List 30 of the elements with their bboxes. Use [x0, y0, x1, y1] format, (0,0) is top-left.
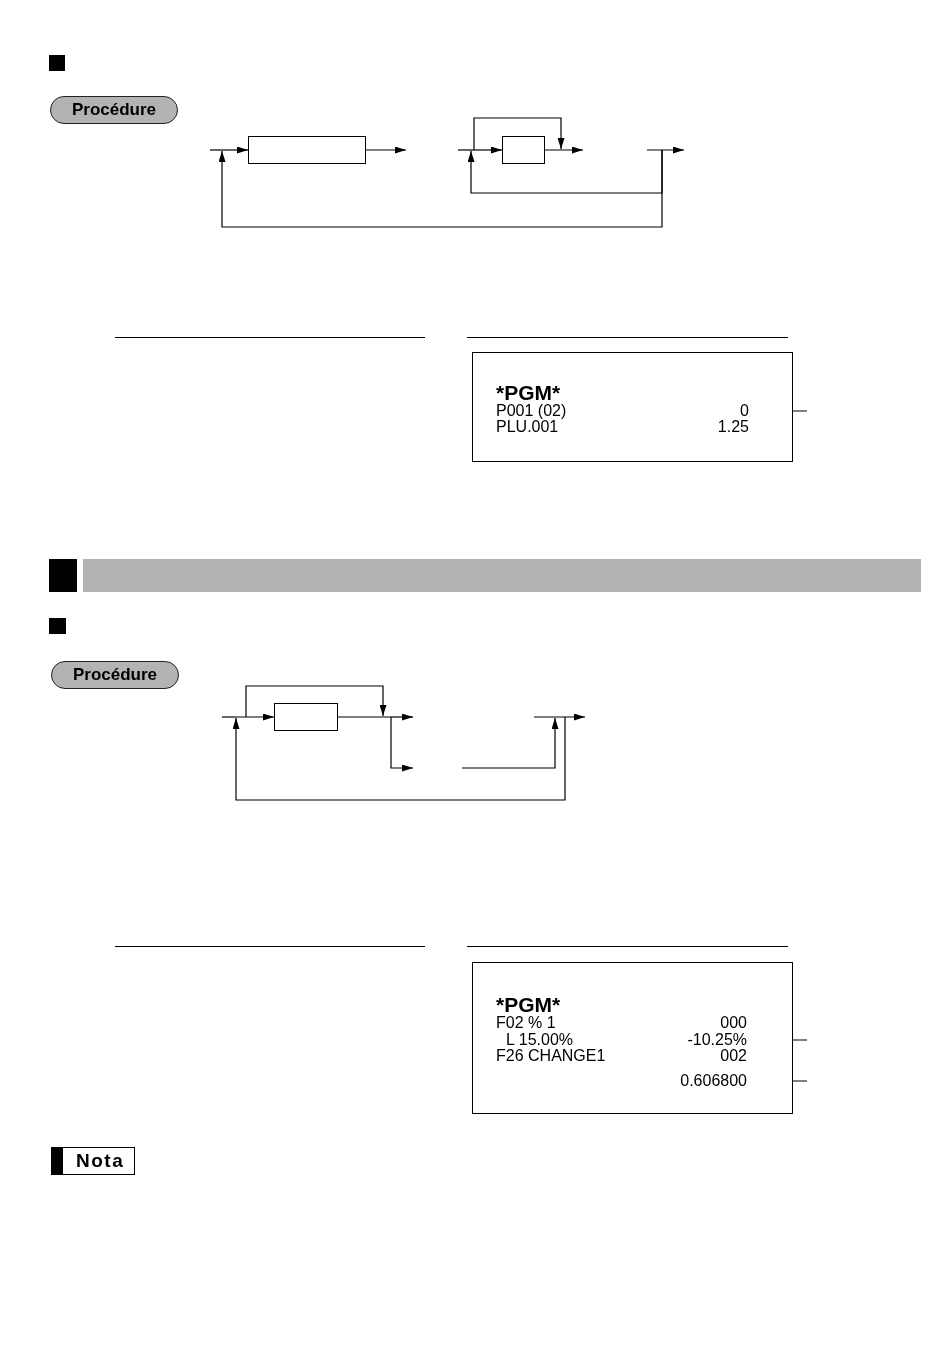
- arrow: [467, 149, 663, 194]
- arrow: [390, 716, 414, 772]
- receipt-printout: [472, 962, 793, 1114]
- arrow: [544, 146, 584, 154]
- receipt-text: *PGM*: [496, 381, 561, 404]
- receipt-printout: [472, 352, 793, 462]
- arrow: [470, 146, 503, 154]
- receipt-value: 0: [740, 402, 749, 420]
- procedure-badge: Procédure: [51, 661, 179, 689]
- arrow: [365, 146, 407, 154]
- arrow: [390, 713, 414, 721]
- receipt-text: 1.25: [717, 418, 749, 436]
- receipt-text: L 15.00%: [506, 1031, 573, 1049]
- receipt-text: 000: [720, 1014, 747, 1032]
- empty-process-box: [248, 136, 366, 164]
- receipt-text: 002: [720, 1047, 747, 1065]
- procedure-badge: Procédure: [50, 96, 178, 124]
- receipt-text: PLU.001: [496, 418, 559, 436]
- receipt-text: P001 (02): [496, 402, 567, 420]
- receipt-value: -10.25%: [687, 1031, 747, 1049]
- note-label: Nota: [51, 1147, 135, 1175]
- arrow: [218, 149, 663, 228]
- arrow: [232, 716, 566, 801]
- empty-process-box: [274, 703, 338, 731]
- receipt-text: *PGM*: [496, 993, 561, 1016]
- receipt-value: 0.606800: [680, 1072, 747, 1090]
- receipt-text: F02 % 1: [496, 1014, 556, 1032]
- receipt-text: F26 CHANGE1: [496, 1047, 606, 1065]
- arrow: [235, 713, 275, 721]
- empty-process-box: [502, 136, 545, 164]
